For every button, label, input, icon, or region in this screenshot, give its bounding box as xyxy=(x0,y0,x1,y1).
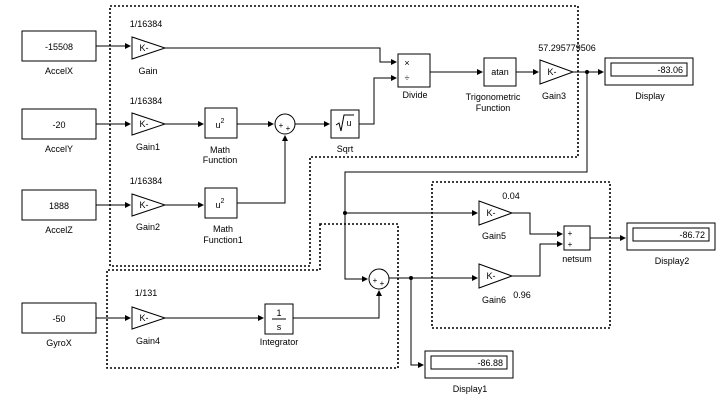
gain6-label: Gain6 xyxy=(482,295,506,305)
sum-block[interactable]: + + xyxy=(274,113,296,135)
gain6-block[interactable]: K- Gain6 0.96 xyxy=(478,263,531,305)
math-function1-glyph: u2 xyxy=(216,198,225,210)
sum-plus-1: + xyxy=(279,121,284,130)
sqrt-glyph: u xyxy=(346,118,351,128)
gain1-label: Gain1 xyxy=(136,142,160,152)
gain-label: Gain xyxy=(138,66,157,76)
display2-label: Display2 xyxy=(655,256,690,266)
gain-value: 1/16384 xyxy=(130,19,163,29)
gain2-label: Gain2 xyxy=(136,222,160,232)
gain3-glyph: K- xyxy=(548,67,557,77)
sum1-plus-1: + xyxy=(373,276,378,285)
display2-value: -86.72 xyxy=(679,230,705,240)
netsum-label: netsum xyxy=(562,254,592,264)
integrator-label: Integrator xyxy=(260,337,299,347)
math-function-label-2: Function xyxy=(203,155,238,165)
gain3-value: 57.295779506 xyxy=(538,43,596,53)
integrator-block[interactable]: 1 s Integrator xyxy=(260,303,299,347)
gain1-glyph: K- xyxy=(140,119,149,129)
trig-label-2: Function xyxy=(476,103,511,113)
display1-value: -86.88 xyxy=(477,358,503,368)
constant-accely-label: AccelY xyxy=(45,144,73,154)
branch-point xyxy=(343,211,347,215)
divide-label: Divide xyxy=(402,90,427,100)
netsum-plus-1: + xyxy=(568,229,573,238)
sqrt-label: Sqrt xyxy=(337,144,354,154)
constant-accelz-label: AccelZ xyxy=(45,225,73,235)
gain1-block[interactable]: 1/16384 K- Gain1 xyxy=(130,96,167,152)
constant-gyrox-value: -50 xyxy=(52,314,65,324)
sum-plus-2: + xyxy=(286,124,291,133)
display1-label: Display1 xyxy=(453,384,488,394)
trig-function-block[interactable]: atan Trigonometric Function xyxy=(466,57,521,113)
divide-block[interactable]: × ÷ Divide xyxy=(397,53,431,100)
gain5-value: 0.04 xyxy=(502,191,520,201)
constant-accelz-value: 1888 xyxy=(49,201,69,211)
netsum-plus-2: + xyxy=(568,240,573,249)
gain5-label: Gain5 xyxy=(482,231,506,241)
branch-point xyxy=(409,276,413,280)
constant-accely-value: -20 xyxy=(52,120,65,130)
subsystem-boundary-gyro xyxy=(106,223,399,369)
display1-block[interactable]: -86.88 Display1 xyxy=(424,350,514,394)
branch-point xyxy=(585,70,589,74)
divide-icon: ÷ xyxy=(405,73,410,83)
gain5-block[interactable]: 0.04 K- Gain5 xyxy=(478,191,520,241)
integrator-denominator: s xyxy=(277,322,282,332)
gain2-block[interactable]: 1/16384 K- Gain2 xyxy=(130,176,167,232)
subsystem-boundary-accel xyxy=(109,5,579,267)
constant-gyrox-label: GyroX xyxy=(46,338,72,348)
math-function-label-1: Math xyxy=(210,145,230,155)
gain3-label: Gain3 xyxy=(542,91,566,101)
constant-accelx-value: -15508 xyxy=(45,42,73,52)
gain3-block[interactable]: 57.295779506 K- Gain3 xyxy=(538,43,596,101)
sum1-plus-2: + xyxy=(380,279,385,288)
gain2-value: 1/16384 xyxy=(130,176,163,186)
display-value: -83.06 xyxy=(657,65,683,75)
subsystem-boundary-filter xyxy=(431,181,611,329)
display-label: Display xyxy=(635,91,665,101)
trig-glyph: atan xyxy=(491,67,509,77)
signal-lines xyxy=(96,43,626,368)
math-function-block[interactable]: u2 Math Function xyxy=(203,107,238,165)
sqrt-symbol-icon xyxy=(335,114,354,132)
gain6-glyph: K- xyxy=(487,271,496,281)
math-function-glyph: u2 xyxy=(216,118,225,130)
math-function1-label-1: Math xyxy=(213,224,233,234)
gain5-glyph: K- xyxy=(487,208,496,218)
display2-block[interactable]: -86.72 Display2 xyxy=(626,222,716,266)
gain4-value: 1/131 xyxy=(135,288,158,298)
constant-accelz[interactable]: 1888 AccelZ xyxy=(21,189,97,235)
sqrt-block[interactable]: u Sqrt xyxy=(330,109,360,154)
gain6-value: 0.96 xyxy=(513,290,531,300)
gain-block[interactable]: 1/16384 K- Gain xyxy=(130,19,167,76)
gain4-label: Gain4 xyxy=(136,336,160,346)
math-function1-label-2: Function1 xyxy=(203,235,243,245)
math-function1-block[interactable]: u2 Math Function1 xyxy=(203,187,243,245)
netsum-block[interactable]: + + netsum xyxy=(562,225,592,264)
gain2-glyph: K- xyxy=(140,200,149,210)
gain1-value: 1/16384 xyxy=(130,96,163,106)
sum1-block[interactable]: + + xyxy=(368,268,390,290)
gain-glyph: K- xyxy=(140,43,149,53)
constant-accely[interactable]: -20 AccelY xyxy=(21,108,97,154)
constant-accelx-label: AccelX xyxy=(45,66,73,76)
display-block[interactable]: -83.06 Display xyxy=(604,57,694,101)
trig-label-1: Trigonometric xyxy=(466,92,521,102)
constant-accelx[interactable]: -15508 AccelX xyxy=(21,30,97,76)
divide-multiply-icon: × xyxy=(404,58,409,68)
gain4-block[interactable]: 1/131 K- Gain4 xyxy=(131,288,167,346)
integrator-numerator: 1 xyxy=(276,308,281,318)
gain4-glyph: K- xyxy=(140,313,149,323)
constant-gyrox[interactable]: -50 GyroX xyxy=(21,302,97,348)
